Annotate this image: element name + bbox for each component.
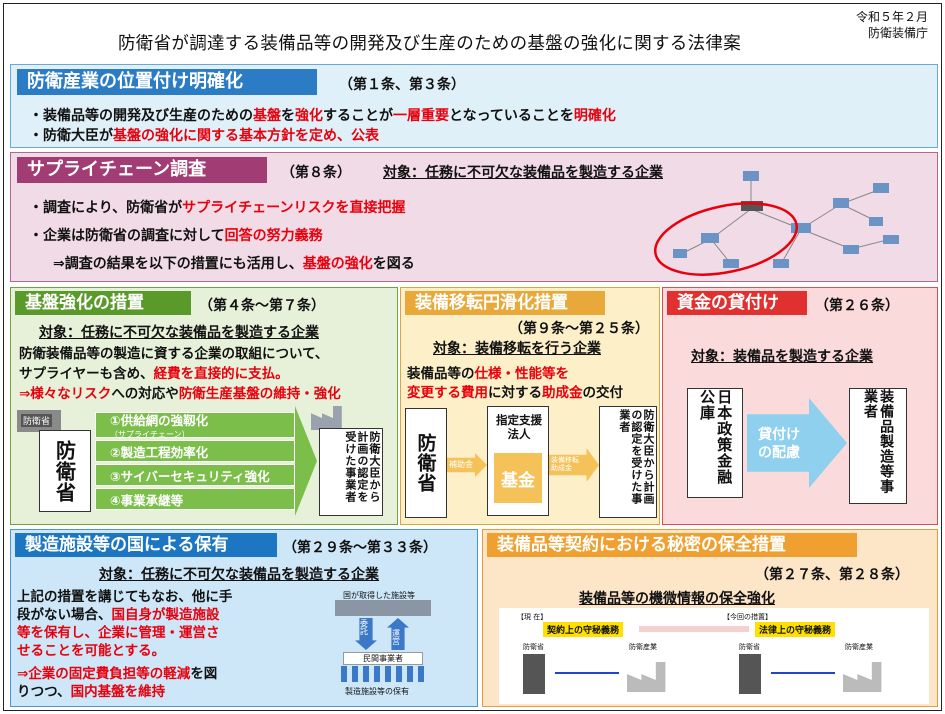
section-facilities-articles: （第２９条～第３３条） [283, 540, 437, 556]
transfer-fund-box: 指定支援法人 基金 [487, 406, 549, 516]
arrow-connector-icon [639, 626, 749, 632]
section-position-heading: 防衛産業の位置付け明確化 [17, 69, 317, 95]
base-item-4: ④事業承継等 [95, 488, 295, 510]
arrow-left-icon [555, 672, 619, 674]
base-left-box: 防衛省 [39, 430, 91, 512]
now-label: 【現 在】 [517, 613, 548, 621]
big-arrow-head-icon [295, 406, 317, 516]
section-secrecy-heading: 装備品等契約における秘密の保全措置 [487, 533, 857, 557]
section-supply-chain-line3: ⇒調査の結果を以下の措置にも活用し、基盤の強化を図る [53, 256, 415, 272]
section-supply-chain-articles: （第８条） [281, 165, 351, 181]
mod-building-right-icon [739, 654, 761, 694]
transfer-right-box: 防衛大臣から計画の認定を受けた事業者 [599, 406, 657, 518]
facilities-line1: 上記の措置を講じてもなお、他に手 [17, 589, 233, 605]
section-facilities-heading: 製造施設等の国による保有 [15, 533, 277, 557]
industry-label-right: 防衛産業 [845, 643, 873, 651]
factory-icon [311, 406, 342, 430]
facilities-diagram: 国が取得した施設等 委託 運営 民間事業者 製造施設等の保有 [321, 590, 451, 702]
facilities-line2: 段がない場合、国自身が製造施設 [17, 607, 220, 623]
facilities-line5: ⇒企業の固定費負担等の軽減を図 [17, 666, 218, 682]
section-supply-chain-heading: サプライチェーン調査 [17, 157, 267, 183]
diagram-bottom-label: 製造施設等の保有 [345, 687, 409, 696]
fund-top-label: 指定支援法人 [496, 413, 542, 442]
transfer-left-box: 防衛省 [405, 408, 447, 518]
section-base-line2: サプライヤーも含め、経費を直接的に支払。 [19, 366, 289, 382]
workers-icon [341, 666, 425, 682]
section-secrecy: 装備品等契約における秘密の保全措置 （第２７条、第２８条） 装備品等の機微情報の… [482, 529, 938, 707]
section-loan-heading: 資金の貸付け [667, 291, 807, 315]
contract-secrecy-badge: 契約上の守秘義務 [543, 622, 624, 637]
section-loan: 資金の貸付け （第２６条） 対象：装備品を製造する企業 日本政策金融公庫 貸付け… [662, 287, 938, 525]
fund-label: 基金 [494, 453, 542, 503]
section-facilities-target: 対象：任務に不可欠な装備品を製造する企業 [99, 567, 379, 583]
loan-right-box: 装備品製造等事業者 [849, 388, 907, 504]
section-base-strengthening: 基盤強化の措置 （第４条～第７条） 対象：任務に不可欠な装備品を製造する企業 防… [10, 287, 398, 525]
transfer-arrow-1: 補助金 [447, 453, 487, 477]
section-transfer-line2: 変更する費用に対する助成金の交付 [407, 385, 623, 401]
facilities-line4: せることを可能とする。 [17, 643, 166, 659]
section-supply-chain-target: 対象：任務に不可欠な装備品を製造する企業 [383, 165, 663, 181]
org-label: 防衛装備庁 [868, 26, 929, 40]
factory-right-icon [843, 662, 882, 692]
section-transfer-articles: （第９条～第２５条） [509, 321, 649, 337]
base-item-3: ③サイバーセキュリティ強化 [95, 464, 295, 486]
section-supply-chain-line1: ・調査により、防衛省がサプライチェーンリスクを直接把握 [29, 200, 406, 216]
base-item-1: ①供給網の強靱化 （サプライチェーン） [95, 412, 295, 439]
diagram-top-label: 国が取得した施設等 [343, 591, 415, 600]
section-supply-chain-line2: ・企業は防衛省の調査に対して回答の努力義務 [29, 228, 323, 244]
section-base-heading: 基盤強化の措置 [15, 291, 191, 315]
section-position-line2: ・防衛大臣が基盤の強化に関する基本方針を定め、公表 [29, 128, 379, 144]
factory-left-icon [627, 662, 666, 692]
mod-label-left: 防衛省 [523, 643, 544, 651]
section-position-line1: ・装備品等の開発及び生産のための基盤を強化することが一層重要となっていることを明… [29, 108, 616, 124]
future-label: 【今回の措置】 [723, 613, 772, 621]
mod-label-right: 防衛省 [739, 643, 760, 651]
page-title: 防衛省が調達する装備品等の開発及び生産のための基盤の強化に関する法律案 [118, 34, 741, 54]
mod-building-icon: 防衛省 [17, 410, 61, 432]
section-base-line3: ⇒様々なリスクへの対応や防衛生産基盤の維持・強化 [19, 386, 341, 402]
diagram-left-arrow: 委託 [355, 618, 377, 650]
facilities-line6: りつつ、国内基盤を維持 [17, 684, 166, 700]
section-loan-target: 対象：装備品を製造する企業 [691, 349, 873, 365]
page-frame [3, 3, 942, 711]
section-facilities: 製造施設等の国による保有 （第２９条～第３３条） 対象：任務に不可欠な装備品を製… [10, 529, 478, 707]
facilities-line3: 等を保有し、企業に管理・運営さ [17, 625, 220, 641]
diagram-mid-label: 民間事業者 [343, 652, 423, 665]
secrecy-diagram: 【現 在】 【今回の措置】 契約上の守秘義務 法律上の守秘義務 防衛省 防衛産業… [499, 608, 929, 704]
section-transfer-heading: 装備移転円滑化措置 [405, 291, 605, 315]
section-loan-articles: （第２６条） [815, 298, 899, 314]
mod-building-left-icon [523, 654, 545, 694]
diagram-right-arrow: 運営 [387, 618, 409, 650]
legal-secrecy-badge: 法律上の守秘義務 [755, 622, 836, 637]
section-position-articles: （第１条、第３条） [339, 77, 465, 93]
loan-arrow: 貸付けの配慮 [747, 398, 847, 488]
govt-facility-icon [335, 600, 431, 616]
mod-building-label: 防衛省 [21, 414, 53, 427]
section-transfer-target: 対象：装備移転を行う企業 [433, 341, 601, 357]
section-supply-chain: サプライチェーン調査 （第８条） 対象：任務に不可欠な装備品を製造する企業 ・調… [10, 152, 938, 282]
section-position: 防衛産業の位置付け明確化 （第１条、第３条） ・装備品等の開発及び生産のための基… [10, 64, 938, 148]
section-secrecy-articles: （第２７条、第２８条） [755, 567, 909, 583]
network-illustration [653, 171, 899, 276]
loan-left-box: 日本政策金融公庫 [687, 388, 743, 498]
industry-label-left: 防衛産業 [629, 643, 657, 651]
section-secrecy-subtitle: 装備品等の機微情報の保全強化 [579, 591, 775, 607]
base-item-2: ②製造工程効率化 [95, 440, 295, 462]
arrow-right-icon [771, 672, 835, 674]
section-transfer: 装備移転円滑化措置 （第９条～第２５条） 対象：装備移転を行う企業 装備品等の仕… [400, 287, 660, 525]
section-base-target: 対象：任務に不可欠な装備品を製造する企業 [39, 325, 319, 341]
section-transfer-line1: 装備品等の仕様・性能等を [407, 366, 569, 382]
date-label: 令和５年２月 [856, 10, 929, 24]
section-base-line1: 防衛装備品等の製造に資する企業の取組について、 [19, 346, 329, 362]
section-base-articles: （第４条～第７条） [199, 298, 325, 314]
base-right-box: 防衛大臣から計画の認定を受けた事業者 [319, 428, 383, 516]
transfer-arrow-2: 装備移転助成金 [549, 448, 599, 482]
